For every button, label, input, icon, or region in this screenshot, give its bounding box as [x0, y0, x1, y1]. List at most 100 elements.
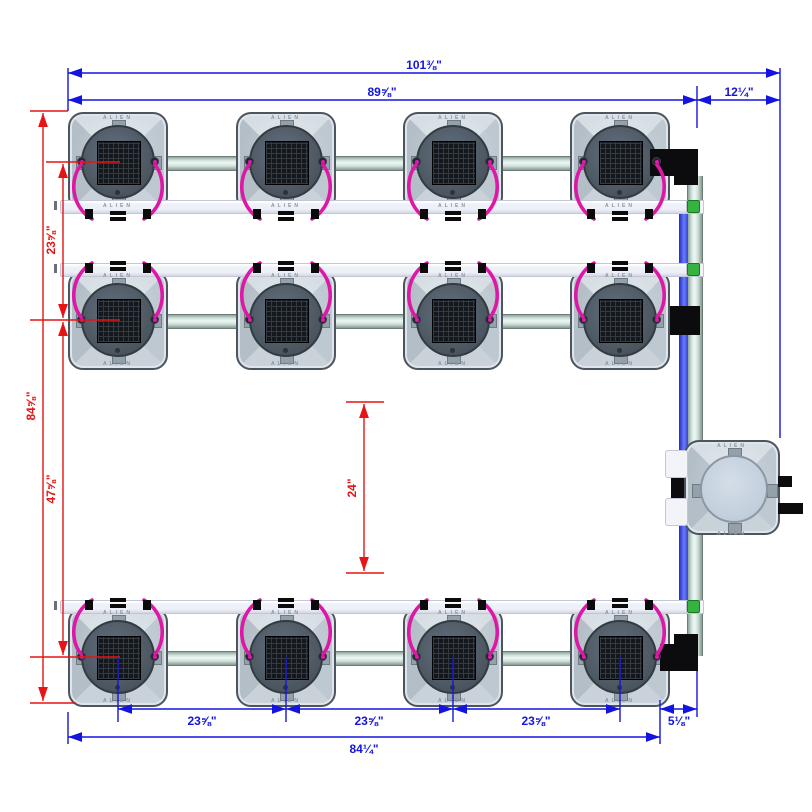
reservoir-connector-top — [665, 450, 688, 478]
pipe-bracket-upper — [612, 598, 628, 602]
pipe-clip-right — [645, 209, 653, 219]
pipe-bracket-upper — [278, 598, 294, 602]
pipe-bracket-lower — [278, 604, 294, 608]
lid-plug — [115, 348, 120, 353]
brand-text-top: ALIEN — [605, 273, 635, 279]
vertical-feed-pipe — [687, 176, 703, 656]
row2-tee-fitting — [670, 306, 700, 335]
brand-text-top: ALIEN — [605, 115, 635, 121]
brand-text-top: ALIEN — [605, 610, 635, 616]
brand-text-bottom: ALIEN — [438, 203, 468, 209]
brand-text-bottom: ALIEN — [103, 361, 133, 367]
pipe-clip-left — [587, 600, 595, 610]
brand-text-top: ALIEN — [103, 273, 133, 279]
pipe-clip-left — [420, 263, 428, 273]
brand-text-bottom: ALIEN — [438, 361, 468, 367]
pipe-bracket-lower — [278, 267, 294, 271]
brand-text-bottom: ALIEN — [605, 203, 635, 209]
pipe-bracket-upper — [110, 261, 126, 265]
brand-text-top: ALIEN — [438, 115, 468, 121]
pipe-clip-right — [311, 209, 319, 219]
dim-center-spacing: 24" — [345, 478, 359, 498]
lid-plug — [283, 190, 288, 195]
row2-green-fitting — [687, 263, 700, 276]
pot-mesh-screen — [265, 299, 309, 343]
row3-green-fitting — [687, 600, 700, 613]
brand-text-top: ALIEN — [271, 273, 301, 279]
pipe-bracket-upper — [445, 261, 461, 265]
pot-mesh-screen — [432, 299, 476, 343]
pot-mesh-screen — [265, 141, 309, 185]
brand-text-top: ALIEN — [438, 273, 468, 279]
pot-mesh-screen — [97, 141, 141, 185]
pipe-bracket-lower — [612, 217, 628, 221]
feed-hoses — [407, 261, 499, 319]
pipe-clip-right — [143, 209, 151, 219]
brand-text-bottom: ALIEN — [103, 203, 133, 209]
row1-pipe-end — [54, 201, 57, 210]
pipe-clip-right — [311, 600, 319, 610]
pipe-bracket-upper — [110, 598, 126, 602]
brand-text-top: ALIEN — [717, 443, 747, 449]
dim-bottom-right-span: 5⅛" — [667, 714, 691, 728]
dim-left-row2-row3: 47⅝" — [44, 474, 58, 504]
pipe-bracket-lower — [445, 217, 461, 221]
lid-plug — [115, 190, 120, 195]
pipe-bracket-lower — [110, 217, 126, 221]
brand-text-bottom: ALIEN — [717, 531, 747, 537]
brand-text-bottom: ALIEN — [103, 698, 133, 704]
lid-plug — [617, 348, 622, 353]
pipe-bracket-upper — [278, 261, 294, 265]
pipe-bracket-upper — [110, 211, 126, 215]
pipe-clip-right — [478, 209, 486, 219]
pipe-clip-left — [253, 600, 261, 610]
pipe-clip-left — [420, 600, 428, 610]
brand-text-bottom: ALIEN — [271, 698, 301, 704]
pipe-bracket-lower — [110, 267, 126, 271]
row1-green-fitting — [687, 200, 700, 213]
pot-mesh-screen — [599, 141, 643, 185]
reservoir-unit: ALIEN ALIEN — [684, 440, 780, 537]
pipe-bracket-lower — [445, 604, 461, 608]
pipe-bracket-lower — [612, 604, 628, 608]
pipe-clip-left — [420, 209, 428, 219]
feed-hoses — [72, 163, 164, 221]
pipe-clip-right — [645, 263, 653, 273]
pipe-clip-right — [478, 263, 486, 273]
brand-text-top: ALIEN — [271, 610, 301, 616]
pipe-bracket-lower — [278, 217, 294, 221]
grow-pot-r3-c2: ALIEN ALIEN — [236, 598, 336, 707]
feed-hoses — [407, 163, 499, 221]
pipe-clip-left — [587, 209, 595, 219]
brand-text-bottom: ALIEN — [605, 361, 635, 367]
lid-plug — [450, 348, 455, 353]
grow-pot-r3-c4: ALIEN ALIEN — [570, 598, 670, 707]
pot-mesh-screen — [599, 299, 643, 343]
pot-mesh-screen — [599, 636, 643, 680]
brand-text-bottom: ALIEN — [605, 698, 635, 704]
row2-pipe-end — [54, 264, 57, 273]
pipe-clip-right — [311, 263, 319, 273]
pipe-bracket-upper — [612, 261, 628, 265]
brand-text-top: ALIEN — [438, 610, 468, 616]
pot-mesh-screen — [97, 299, 141, 343]
dim-bottom-span-3: 23⅝" — [521, 714, 551, 728]
reservoir-valve-bottom — [778, 503, 803, 514]
pipe-clip-right — [143, 600, 151, 610]
grow-pot-r2-c3: ALIEN ALIEN — [403, 261, 503, 370]
reservoir-connector-bottom — [665, 498, 688, 526]
pipe-clip-left — [85, 600, 93, 610]
pot-mesh-screen — [265, 636, 309, 680]
pipe-clip-left — [85, 263, 93, 273]
pipe-bracket-lower — [445, 267, 461, 271]
row1-elbow-fitting-v — [674, 149, 698, 185]
grow-pot-r2-c1: ALIEN ALIEN — [68, 261, 168, 370]
lid-plug — [283, 348, 288, 353]
pipe-clip-left — [253, 209, 261, 219]
feed-hoses — [574, 598, 666, 656]
lid-plug — [617, 190, 622, 195]
